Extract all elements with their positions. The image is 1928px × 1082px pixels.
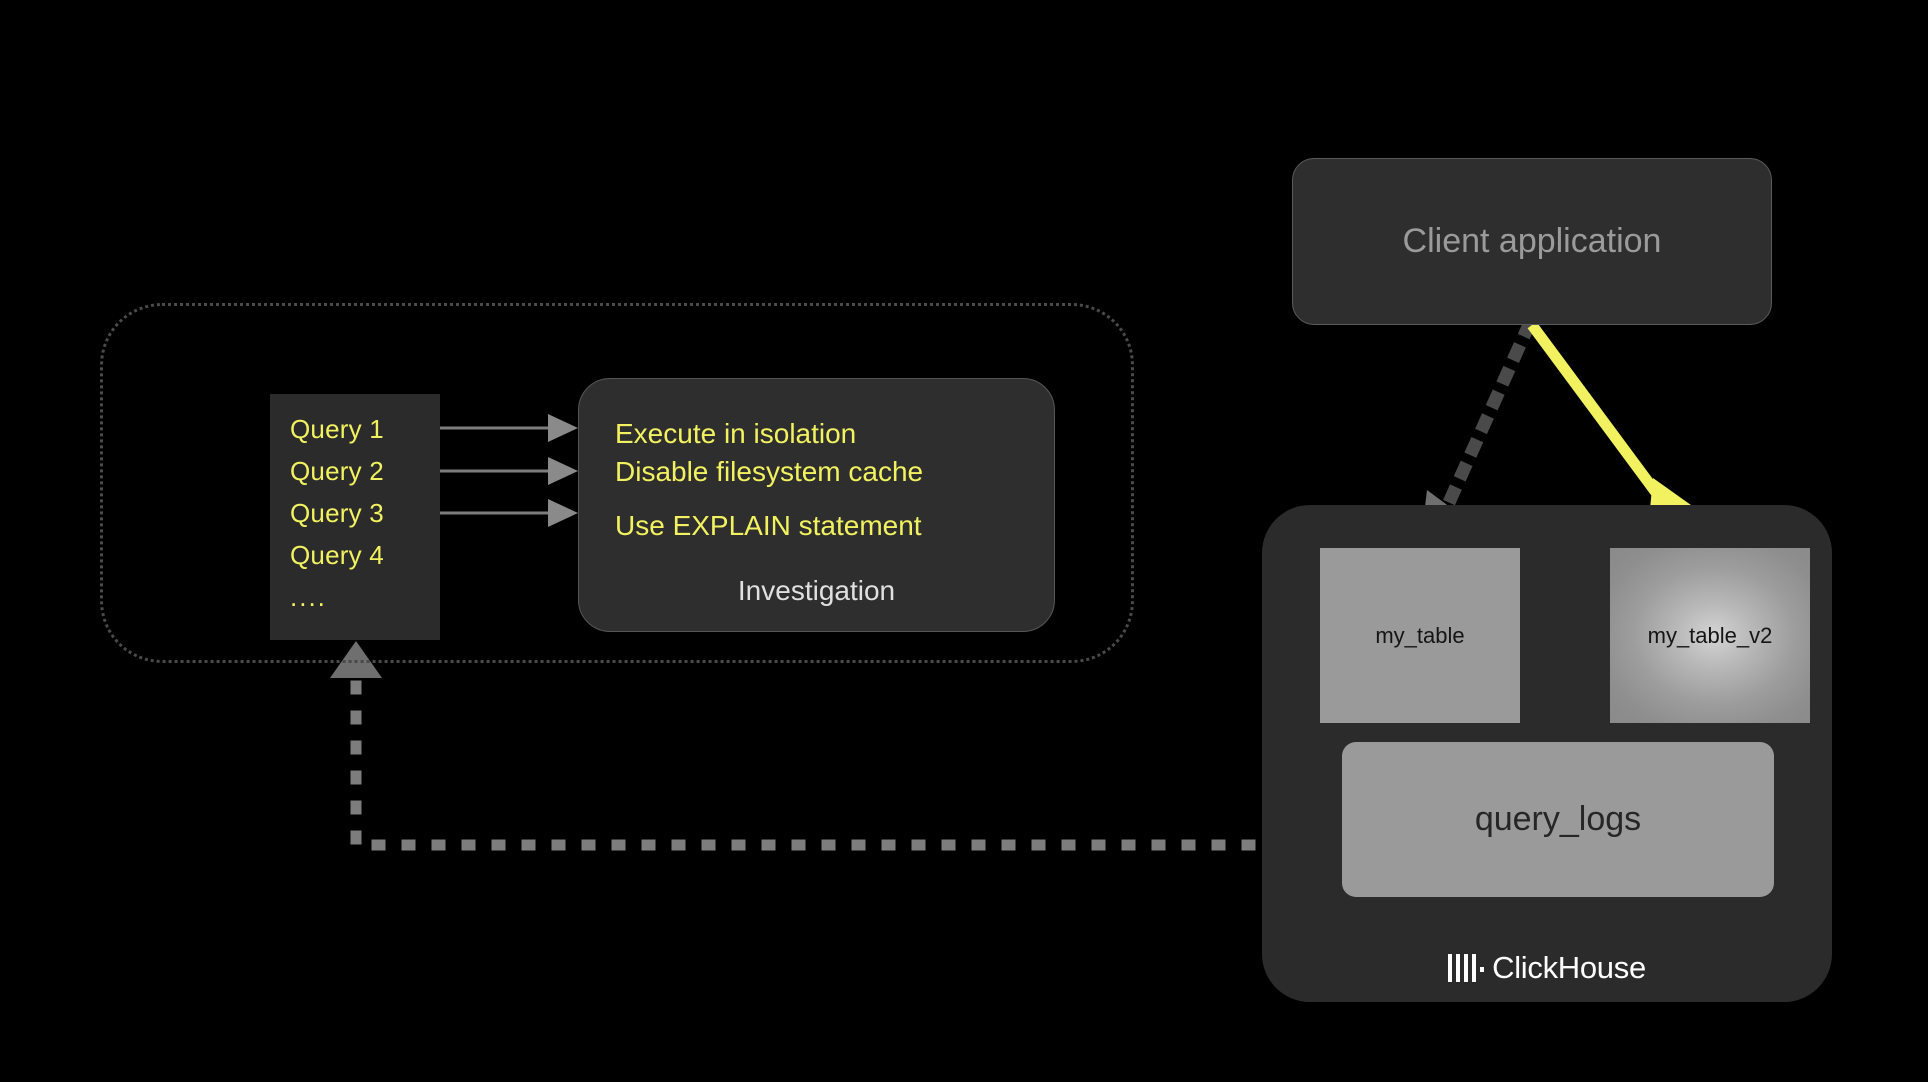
investigation-step-3: Use EXPLAIN statement: [615, 510, 922, 541]
query-list-item-3[interactable]: Query 3: [290, 498, 384, 528]
clickhouse-logo-text: ClickHouse: [1492, 950, 1646, 985]
query-logs-node[interactable]: query_logs: [1342, 742, 1774, 897]
clickhouse-panel: my_table my_table_v2 query_logs ClickHou…: [1262, 505, 1832, 1002]
client-application-label: Client application: [1402, 222, 1662, 260]
query-logs-to-query-list-arrow: [330, 641, 1346, 851]
investigation-step-1: Execute in isolation: [615, 418, 857, 449]
table-node-my-table[interactable]: my_table: [1320, 548, 1520, 723]
investigation-step-2: Disable filesystem cache: [615, 456, 924, 487]
query-logs-to-query-list-path: [350, 666, 1346, 851]
investigation-title: Investigation: [737, 575, 896, 606]
clickhouse-bars-logo-icon: [1448, 954, 1485, 982]
table-node-my-table-label: my_table: [1375, 622, 1465, 648]
query-list-item-2[interactable]: Query 2: [290, 456, 384, 486]
investigation-workflow-group: [100, 303, 1134, 663]
client-application-box[interactable]: Client application: [1292, 158, 1772, 325]
investigation-box[interactable]: Execute in isolation Disable filesystem …: [578, 378, 1055, 632]
table-node-my-table-v2[interactable]: my_table_v2: [1610, 548, 1810, 723]
query-list-box[interactable]: Query 1 Query 2 Query 3 Query 4 ....: [270, 394, 440, 640]
client-to-my-table-v2-line: [1527, 321, 1691, 537]
query-list-ellipsis: ....: [290, 582, 327, 612]
query-list-item-1[interactable]: Query 1: [290, 414, 384, 444]
client-to-my-table-line: [1429, 318, 1537, 536]
table-node-my-table-v2-label: my_table_v2: [1647, 622, 1773, 648]
clickhouse-logo: ClickHouse: [1262, 950, 1832, 986]
investigation-step-list: Execute in isolation Disable filesystem …: [615, 415, 1035, 545]
query-logs-label: query_logs: [1474, 800, 1642, 838]
query-list-item-4[interactable]: Query 4: [290, 540, 384, 570]
